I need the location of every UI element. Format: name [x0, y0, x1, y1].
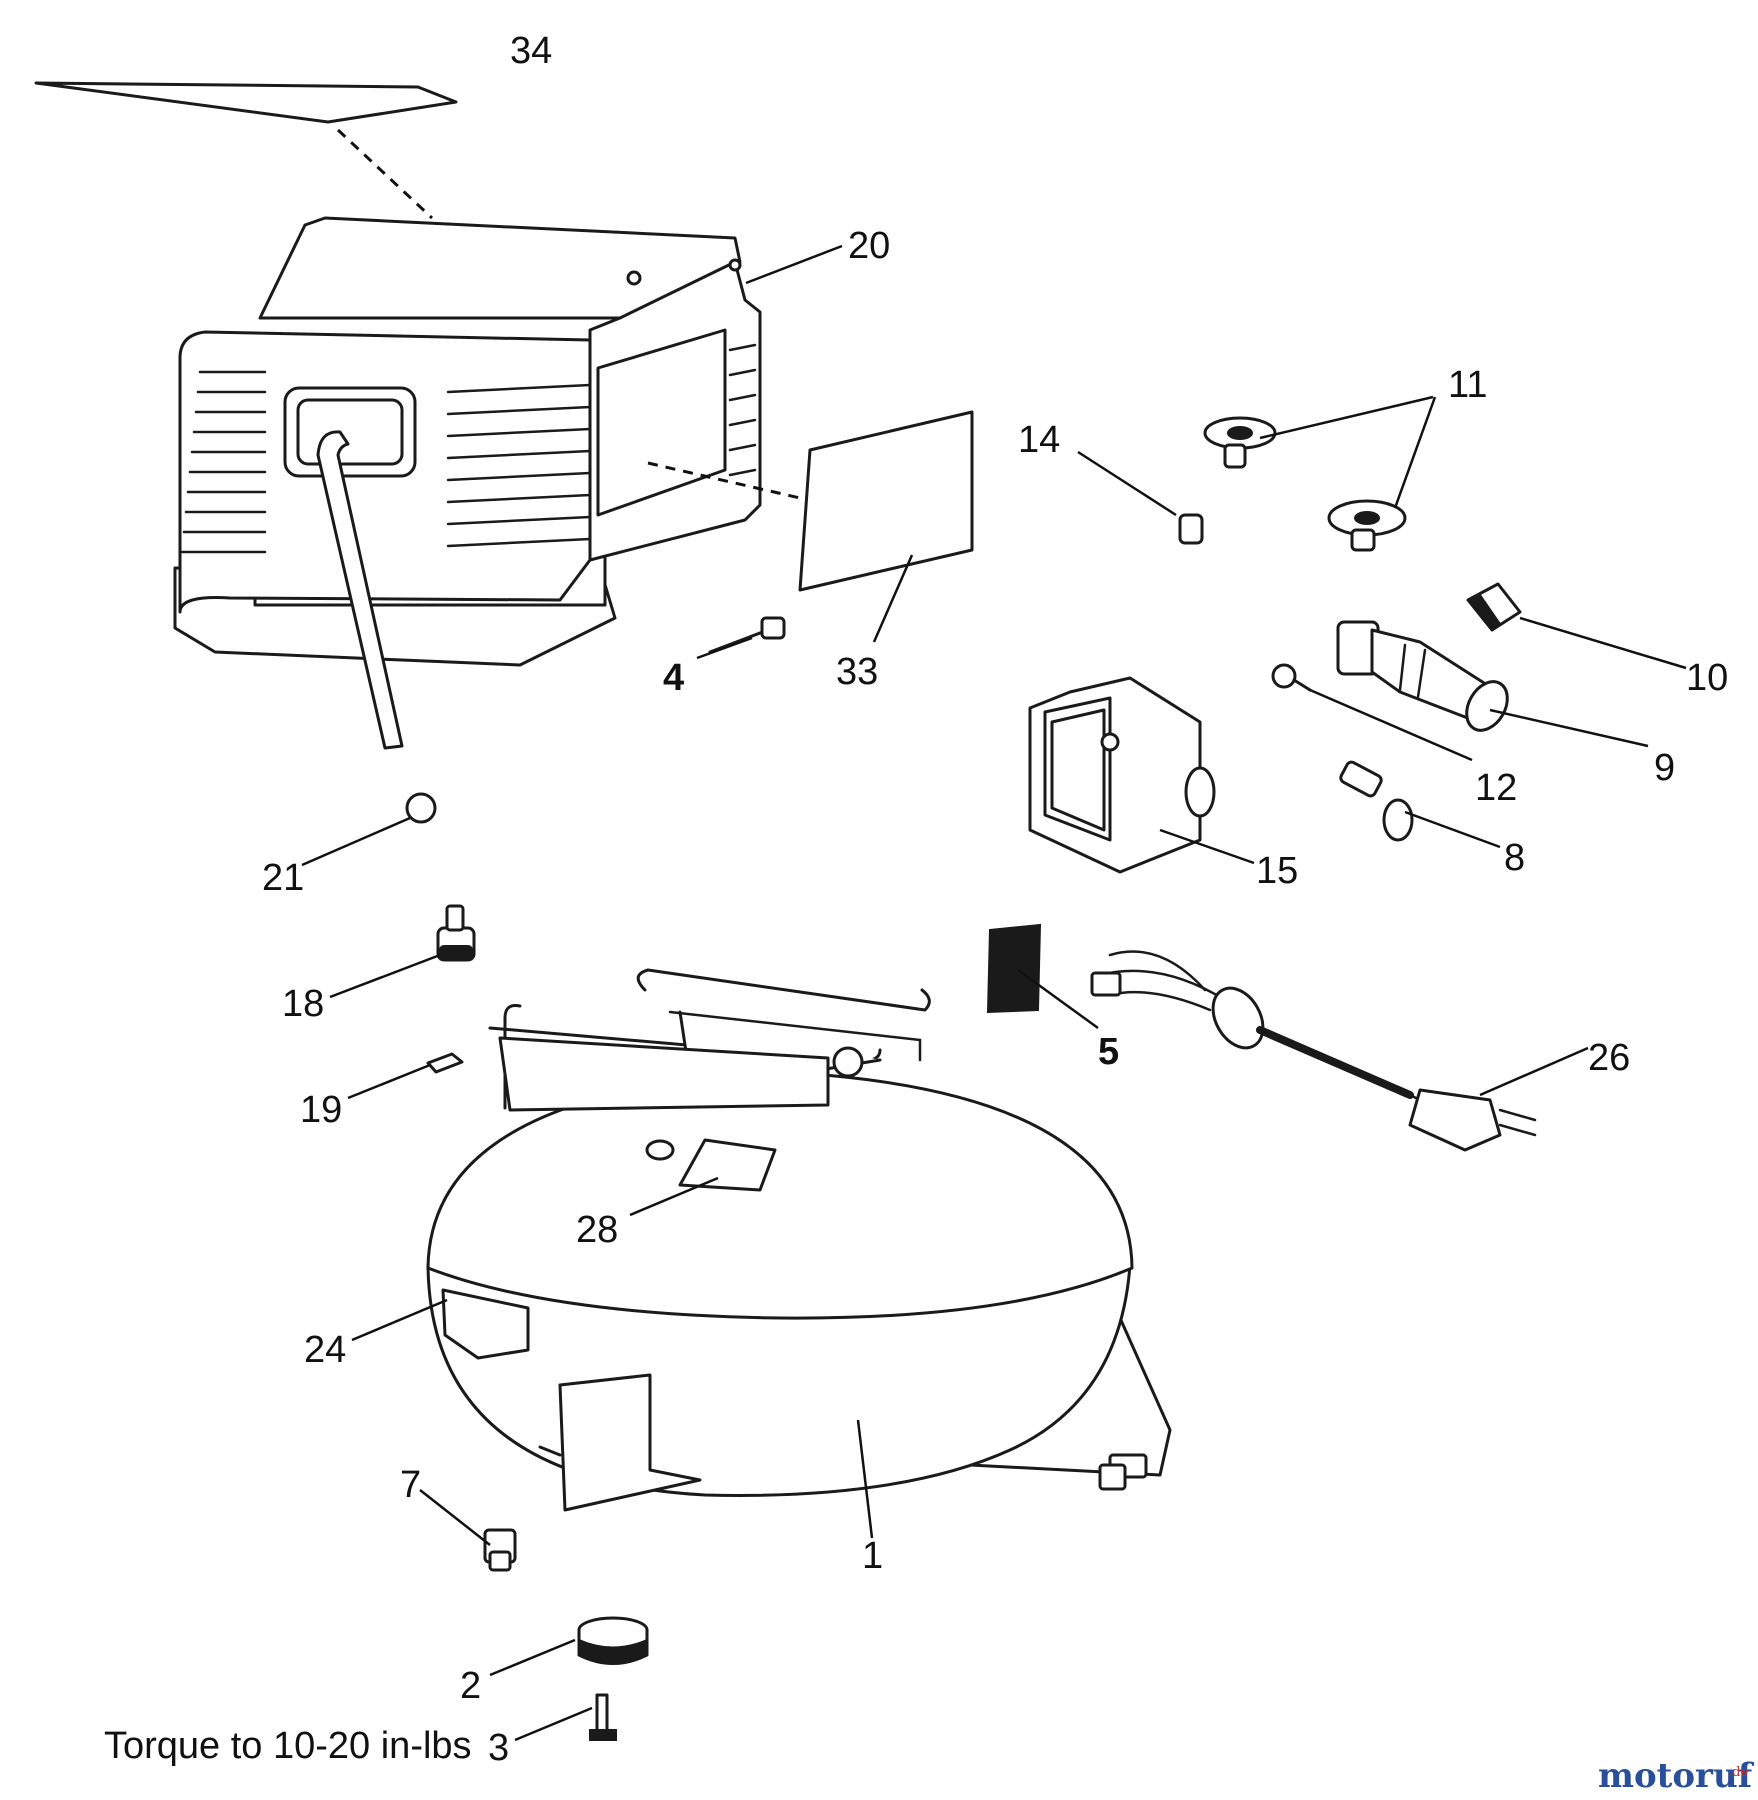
- callout-18: 18: [282, 983, 324, 1025]
- part-10-fitting: [1466, 582, 1687, 670]
- part-9-regulator: [1336, 620, 1649, 748]
- callout-20: 20: [848, 225, 890, 267]
- callout-1: 1: [862, 1535, 883, 1577]
- part-20-shroud: [173, 216, 843, 750]
- callout-9: 9: [1654, 747, 1675, 789]
- callout-19: 19: [300, 1089, 342, 1131]
- part-21-screw: [301, 792, 437, 867]
- callout-33: 33: [836, 651, 878, 693]
- callout-2: 2: [460, 1665, 481, 1707]
- callout-34: 34: [510, 30, 552, 72]
- part-26-cord: [1090, 950, 1589, 1152]
- callout-21: 21: [262, 857, 304, 899]
- watermark-suffix: .de: [1728, 1765, 1748, 1780]
- callout-10: 10: [1686, 657, 1728, 699]
- callout-26: 26: [1588, 1037, 1630, 1079]
- callout-12: 12: [1475, 767, 1517, 809]
- part-5-nipple: [986, 923, 1099, 1030]
- callout-7: 7: [400, 1464, 421, 1506]
- part-1-tank: [426, 1070, 1172, 1539]
- torque-note: Torque to 10-20 in-lbs: [104, 1725, 472, 1767]
- callout-11: 11: [1448, 364, 1487, 406]
- shroud-left-vents: [180, 370, 267, 554]
- watermark-main: motoruf: [1598, 1756, 1755, 1796]
- part-15-pressure-switch: [1028, 676, 1255, 874]
- part-33-decal: [647, 410, 974, 643]
- part-34-label-sheet: [34, 81, 458, 220]
- watermark-logo: motoruf .de: [1598, 1756, 1755, 1796]
- part-19-fitting: [347, 1052, 464, 1100]
- callout-8: 8: [1504, 837, 1525, 879]
- callout-15: 15: [1256, 850, 1298, 892]
- part-3-bolt: [514, 1693, 617, 1742]
- part-12-gauge-fitting: [1271, 663, 1473, 762]
- callout-14: 14: [1018, 419, 1060, 461]
- part-4-screw: [696, 616, 786, 660]
- shroud-right-vents: [446, 343, 757, 548]
- tank-handles: [488, 968, 931, 1112]
- part-11-caps: [1203, 395, 1437, 552]
- part-14-fitting: [1077, 450, 1204, 545]
- callout-24: 24: [304, 1329, 346, 1371]
- part-18-drain-valve: [329, 904, 476, 999]
- callout-4: 4: [663, 657, 684, 699]
- part-2-foot: [489, 1616, 649, 1677]
- part-8-safety-valve: [1339, 760, 1501, 849]
- part-7-fitting: [419, 1489, 517, 1572]
- callout-5: 5: [1098, 1031, 1119, 1073]
- part-24-decal: [351, 1298, 448, 1342]
- callout-28: 28: [576, 1209, 618, 1251]
- callout-3: 3: [488, 1727, 509, 1769]
- part-28-decal: [629, 1138, 777, 1217]
